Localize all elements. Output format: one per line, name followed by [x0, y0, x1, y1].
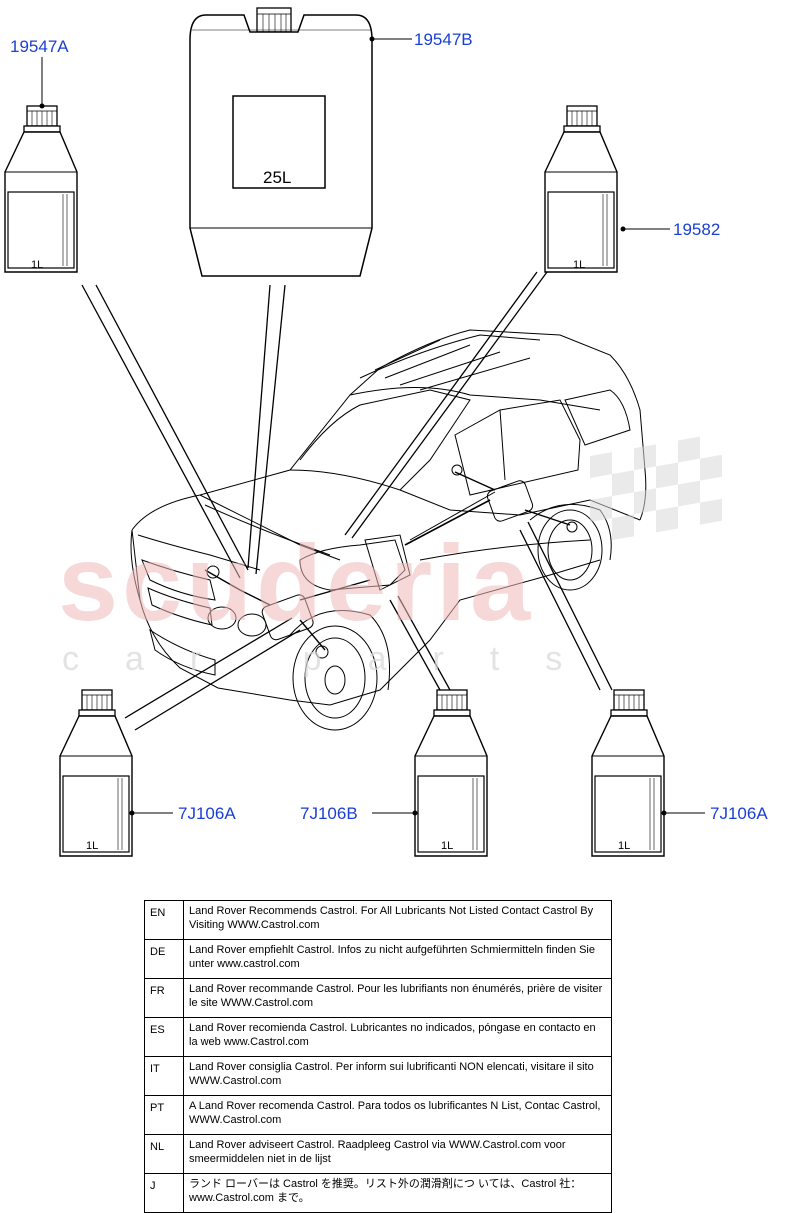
note-text: Land Rover recommande Castrol. Pour les … — [183, 978, 612, 1018]
part-number-7J106B[interactable]: 7J106B — [300, 804, 358, 823]
table-row: ES Land Rover recomienda Castrol. Lubric… — [144, 1017, 612, 1057]
bottle-1l-bottom-right — [591, 689, 665, 857]
pointer-lines — [81, 271, 613, 731]
language-code: ES — [144, 1017, 184, 1057]
part-number-7J106A-left[interactable]: 7J106A — [178, 804, 236, 823]
volume-label: 1L — [618, 840, 630, 852]
language-code: NL — [144, 1134, 184, 1174]
volume-label: 1L — [31, 259, 43, 271]
table-row: PT A Land Rover recomenda Castrol. Para … — [144, 1095, 612, 1135]
leader-dot — [369, 36, 375, 42]
checkered-flag-watermark — [590, 436, 722, 541]
leader-dot — [129, 810, 135, 816]
table-row: IT Land Rover consiglia Castrol. Per inf… — [144, 1056, 612, 1096]
note-text: Land Rover consiglia Castrol. Per inform… — [183, 1056, 612, 1096]
part-number-7J106A-right[interactable]: 7J106A — [710, 804, 768, 823]
language-code: J — [144, 1173, 184, 1213]
volume-label: 1L — [573, 259, 585, 271]
jerrycan-25l — [189, 7, 373, 277]
part-number-19547B[interactable]: 19547B — [414, 30, 473, 49]
volume-label: 25L — [263, 168, 291, 187]
table-row: J ランド ローバーは Castrol を推奨。リスト外の潤滑剤につ いては、C… — [144, 1173, 612, 1213]
note-text: Land Rover Recommends Castrol. For All L… — [183, 900, 612, 940]
note-text: A Land Rover recomenda Castrol. Para tod… — [183, 1095, 612, 1135]
language-code: PT — [144, 1095, 184, 1135]
table-row: DE Land Rover empfiehlt Castrol. Infos z… — [144, 939, 612, 979]
note-text: Land Rover adviseert Castrol. Raadpleeg … — [183, 1134, 612, 1174]
language-code: IT — [144, 1056, 184, 1096]
note-text: Land Rover recomienda Castrol. Lubricant… — [183, 1017, 612, 1057]
language-code: EN — [144, 900, 184, 940]
language-code: DE — [144, 939, 184, 979]
part-number-19582[interactable]: 19582 — [673, 220, 721, 239]
table-row: NL Land Rover adviseert Castrol. Raadple… — [144, 1134, 612, 1174]
leader-dot — [412, 810, 418, 816]
table-row: EN Land Rover Recommends Castrol. For Al… — [144, 900, 612, 940]
note-text: ランド ローバーは Castrol を推奨。リスト外の潤滑剤につ いては、Cas… — [183, 1173, 612, 1213]
volume-label: 1L — [441, 840, 453, 852]
part-number-19547A[interactable]: 19547A — [10, 37, 69, 56]
bottle-1l-bottom-center — [414, 689, 488, 857]
leader-dot — [620, 226, 626, 232]
language-code: FR — [144, 978, 184, 1018]
lubricant-notes-table: EN Land Rover Recommends Castrol. For Al… — [144, 900, 612, 1213]
volume-label: 1L — [86, 840, 98, 852]
table-row: FR Land Rover recommande Castrol. Pour l… — [144, 978, 612, 1018]
leader-dot — [661, 810, 667, 816]
bottle-1l-top-left — [4, 105, 78, 273]
leader-dot — [39, 103, 45, 109]
note-text: Land Rover empfiehlt Castrol. Infos zu n… — [183, 939, 612, 979]
bottle-1l-bottom-left — [59, 689, 133, 857]
vehicle-illustration — [130, 329, 647, 731]
bottle-1l-top-right — [544, 105, 618, 273]
